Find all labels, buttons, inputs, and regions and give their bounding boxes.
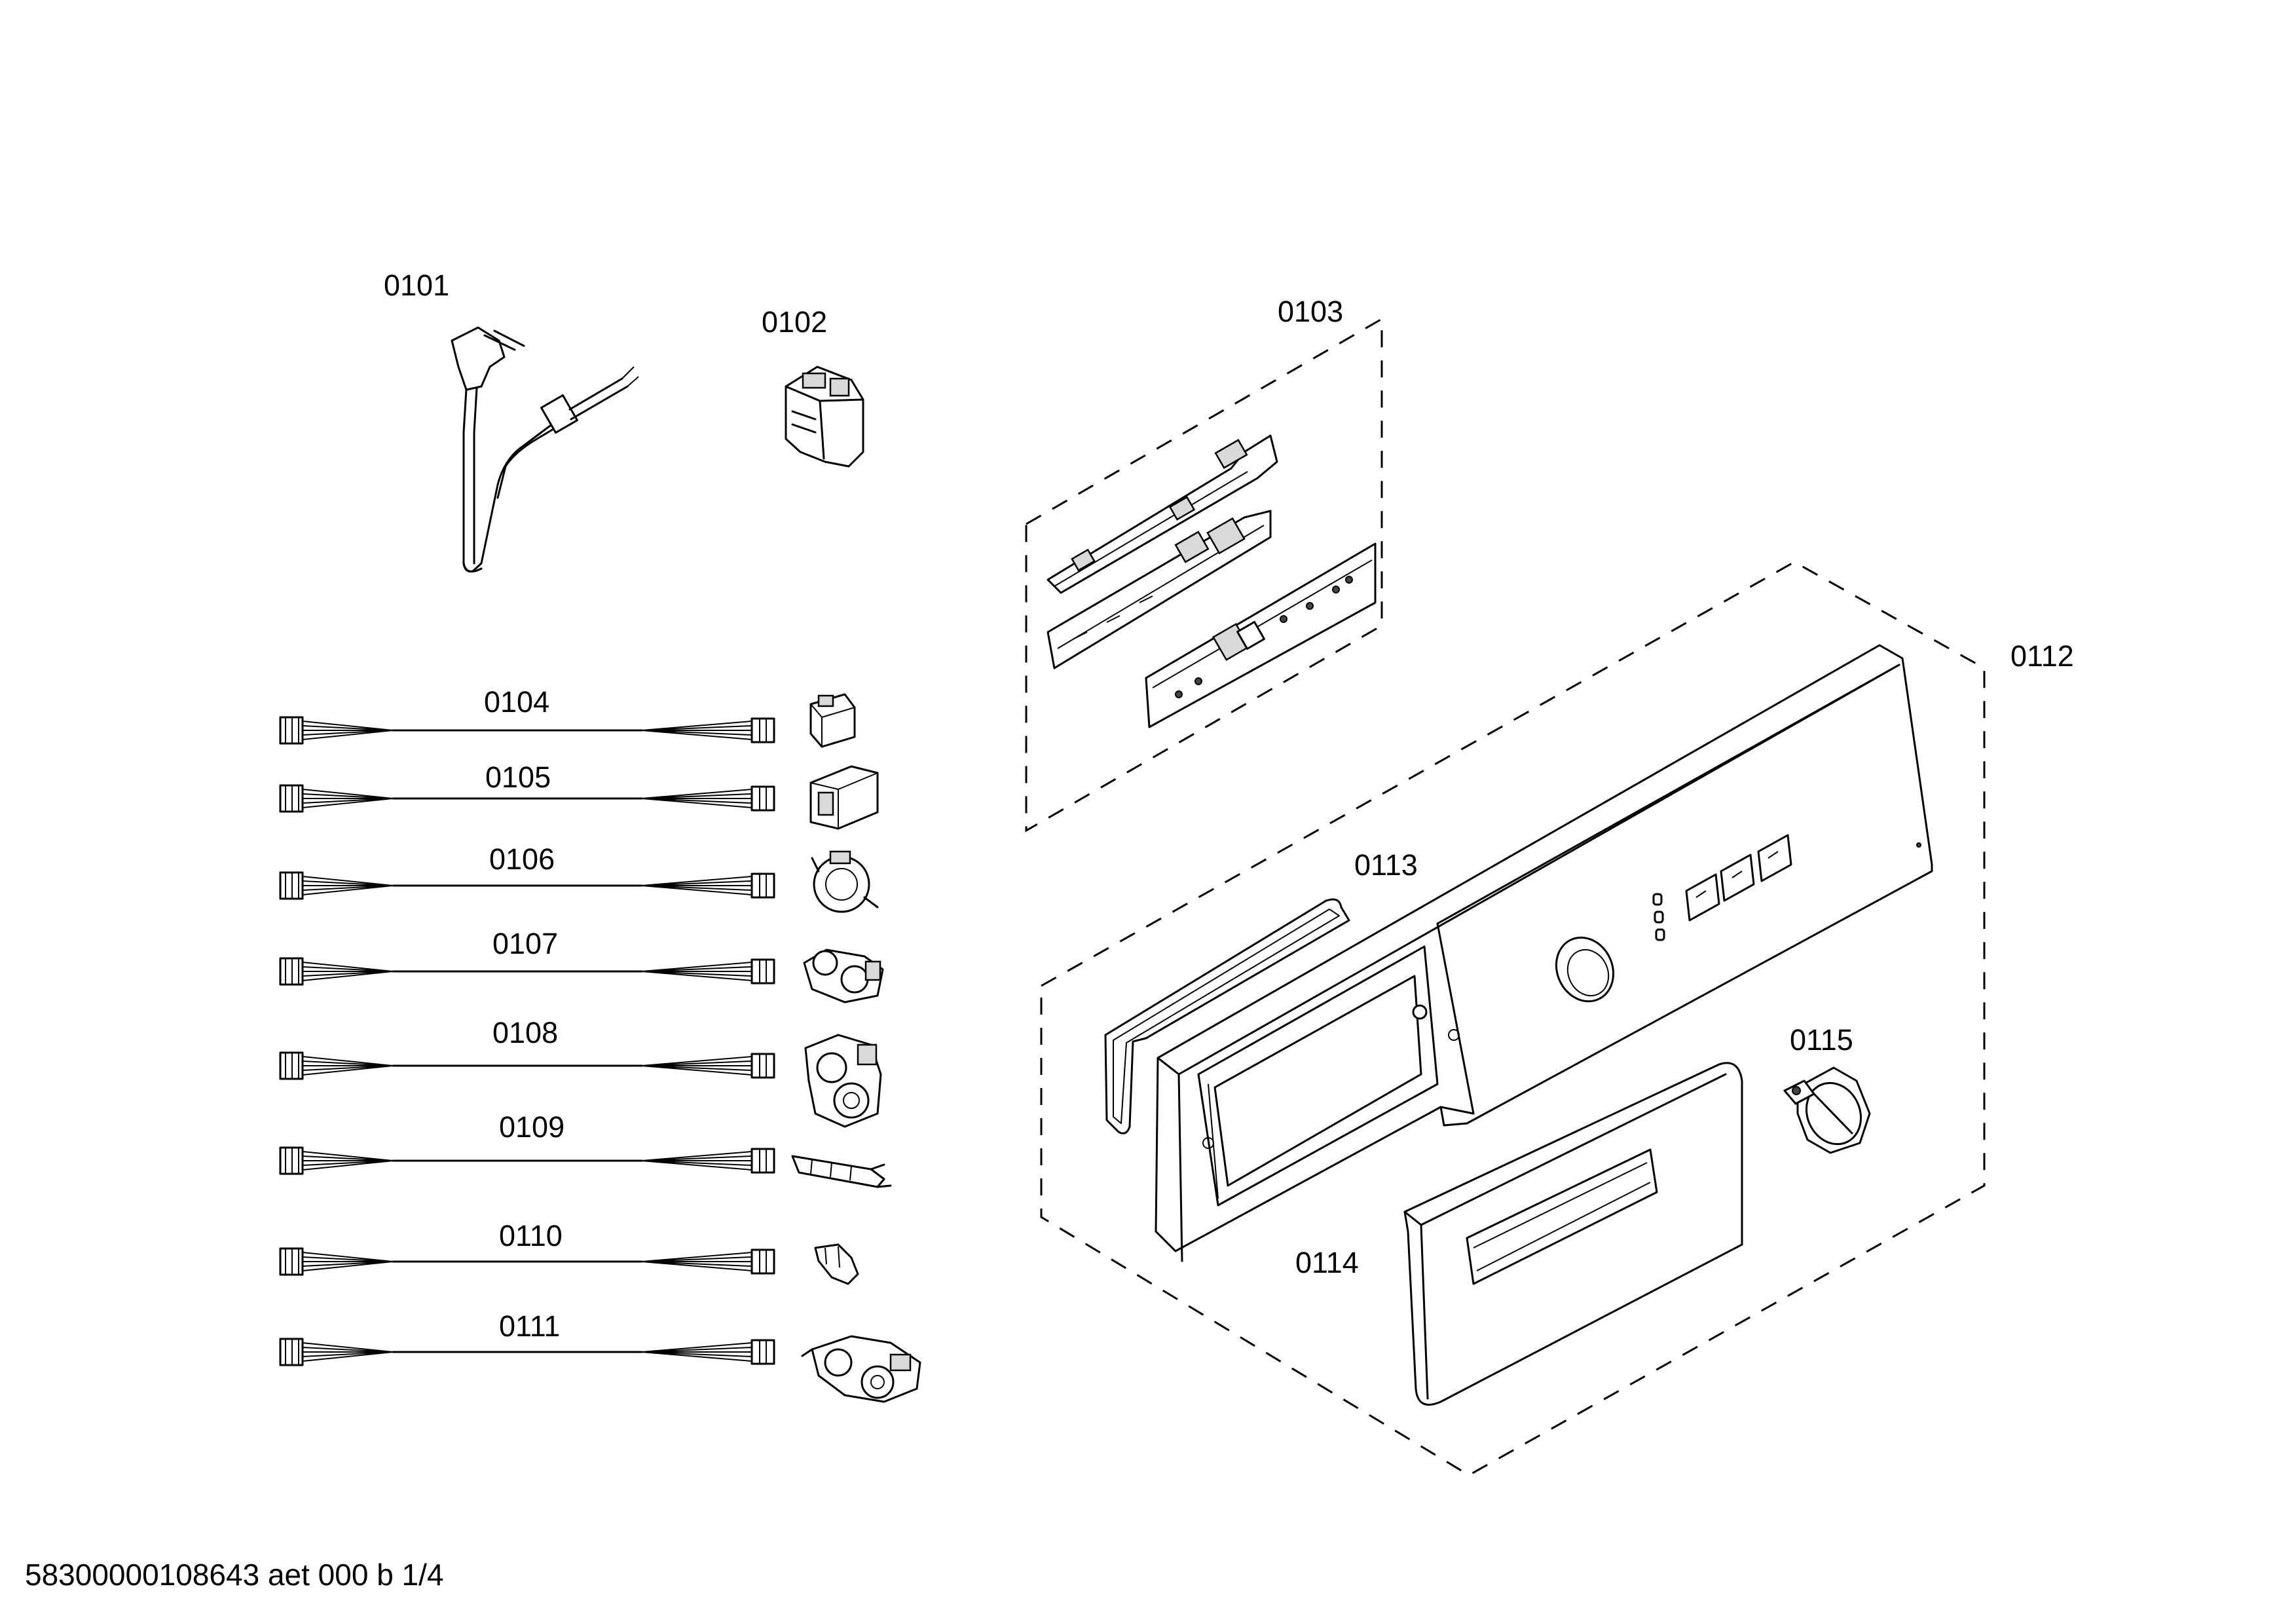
harness-0109 bbox=[279, 1146, 775, 1175]
harness-components bbox=[791, 693, 921, 1403]
part-0101-power-cord bbox=[451, 326, 639, 572]
label-0108: 0108 bbox=[492, 1016, 558, 1049]
harness-0110 bbox=[279, 1247, 775, 1276]
label-0111: 0111 bbox=[499, 1309, 560, 1343]
cable-harness-list bbox=[279, 716, 775, 1366]
label-0113: 0113 bbox=[1354, 848, 1418, 882]
part-0113-gasket bbox=[1104, 898, 1350, 1135]
document-footer-code: 58300000108643 aet 000 b 1/4 bbox=[25, 1558, 444, 1592]
label-0110: 0110 bbox=[499, 1219, 563, 1252]
label-0109: 0109 bbox=[499, 1110, 565, 1144]
label-0107: 0107 bbox=[492, 927, 558, 960]
label-0106: 0106 bbox=[489, 842, 555, 876]
label-0104: 0104 bbox=[484, 685, 549, 719]
part-0115-knob bbox=[1783, 1066, 1871, 1154]
harness-0111 bbox=[279, 1338, 775, 1366]
harness-0106 bbox=[279, 871, 775, 900]
label-0103: 0103 bbox=[1278, 295, 1343, 328]
part-0103-electronic-module bbox=[1025, 317, 1383, 833]
label-0114: 0114 bbox=[1295, 1246, 1359, 1279]
harness-0108 bbox=[279, 1051, 775, 1080]
harness-0107 bbox=[279, 957, 775, 986]
label-0101: 0101 bbox=[384, 269, 449, 302]
part-0114-dispenser-handle bbox=[1403, 1062, 1743, 1406]
harness-0104 bbox=[279, 716, 775, 745]
label-0102: 0102 bbox=[762, 305, 827, 339]
label-0105: 0105 bbox=[485, 760, 551, 794]
label-0112: 0112 bbox=[2010, 639, 2074, 673]
harness-0105 bbox=[279, 784, 775, 813]
label-0115: 0115 bbox=[1790, 1023, 1853, 1057]
part-0112-control-panel bbox=[1040, 561, 1986, 1476]
part-0102-filter bbox=[785, 366, 864, 468]
